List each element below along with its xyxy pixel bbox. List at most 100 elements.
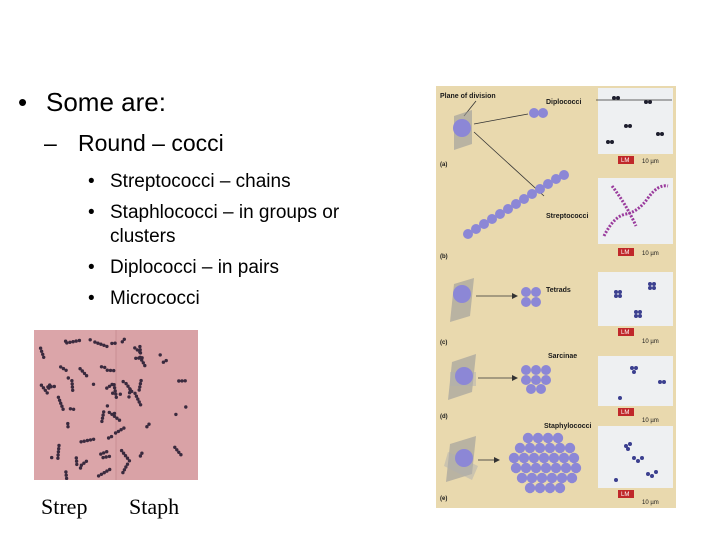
bacterium [60,404,64,408]
bullet-mark: • [88,257,95,278]
bacterium [71,340,75,344]
bacterium [66,425,70,429]
micrograph-chain [602,184,669,237]
bacterium [101,413,105,417]
coccus [560,462,572,474]
bacterium [74,459,79,463]
micrograph-cells [614,442,658,482]
scale-label: 10 µm [642,339,659,345]
bacterium [82,439,86,443]
bacterium [112,386,117,390]
bacterium [137,388,141,392]
bacterium [122,468,127,472]
bacterium [105,344,109,349]
sarcinae-label: Sarcinae [548,353,577,360]
bacterium [99,452,103,456]
sarcinae-micrograph [598,356,673,406]
bacterium [105,450,109,454]
photo-left-tile [34,330,116,480]
bacterium [107,410,112,415]
subheading-text: Round – cocci [78,130,224,156]
bacterium [138,382,143,386]
bacterium [134,356,138,360]
bacterium [56,456,60,460]
list-item-text: Streptococci – chains [110,171,291,192]
micrograph-cells [618,366,666,400]
panel-tetrads: Tetrads (c) LM 10 µm [440,272,673,346]
bacterium [121,470,125,475]
panel-letter: (a) [440,162,447,168]
lm-label: LM [621,492,629,498]
bacterium [110,412,114,416]
bacterium [79,440,83,444]
arrow-head [512,375,518,381]
coccus [534,482,546,494]
coccus [566,472,578,484]
coccus [526,472,538,484]
bacterium [52,384,56,389]
bacterium [147,422,151,426]
bacterium [124,381,128,386]
coccus [554,442,566,454]
bacterium [64,476,69,480]
staph-caption: Staph [129,494,180,519]
list-item: •Staphlococci – in groups or clusters [88,201,388,249]
bacterium [138,403,143,407]
panel-letter: (d) [440,414,448,420]
bacterium [108,467,112,472]
coccus [564,442,576,454]
bacterium [127,395,131,399]
scale-label: 10 µm [642,251,659,257]
heading-text: Some are: [46,87,166,117]
coccus [530,462,542,474]
dash-mark: – [44,130,57,156]
bacterium [56,453,60,457]
coccus [546,472,558,484]
bacterium [38,346,43,350]
coccus [453,285,471,303]
bacterium [61,407,65,411]
bacteria-cells [38,337,188,480]
coccus [453,119,471,137]
micrograph-cells [614,282,656,318]
bacterium [122,337,127,341]
cocci-type-list: •Streptococci – chains •Staphlococci – i… [88,170,388,318]
bacterium [175,448,179,452]
strep-caption: Strep [41,494,88,519]
bacterium [122,426,126,430]
tetrad [521,287,541,307]
coccus [568,452,580,464]
diplococci-micrograph [598,88,673,154]
bacterium [102,471,106,475]
coccus [544,442,556,454]
coccus [538,108,548,118]
bacterium [96,341,100,345]
bacterium [123,454,128,458]
bacterium [68,407,73,411]
scale-label: 10 µm [642,418,659,424]
bacterium [111,391,115,395]
bacterium [110,341,114,346]
bacterium [126,384,130,388]
coccus [548,452,560,464]
bacterium [84,374,89,378]
bacterium [70,382,74,386]
staphylococci-label: Staphylococci [544,423,592,430]
coccus [528,452,540,464]
bacterium [184,405,188,409]
bacterium [99,472,104,476]
bacterium [100,416,105,420]
bacterium [115,416,119,420]
bacterium [138,355,142,359]
bacterium [39,383,44,387]
lm-label: LM [621,250,629,256]
list-item: •Streptococci – chains [88,170,388,194]
streptococci-label: Streptococci [546,213,588,220]
bacterium [174,412,178,417]
bacterium [138,385,142,389]
coccus [508,452,520,464]
bacterium [59,365,63,369]
panel-sarcinae: Sarcinae (d) LM 10 µm [440,353,673,424]
bacterium [173,445,177,449]
bacterium [41,386,46,390]
